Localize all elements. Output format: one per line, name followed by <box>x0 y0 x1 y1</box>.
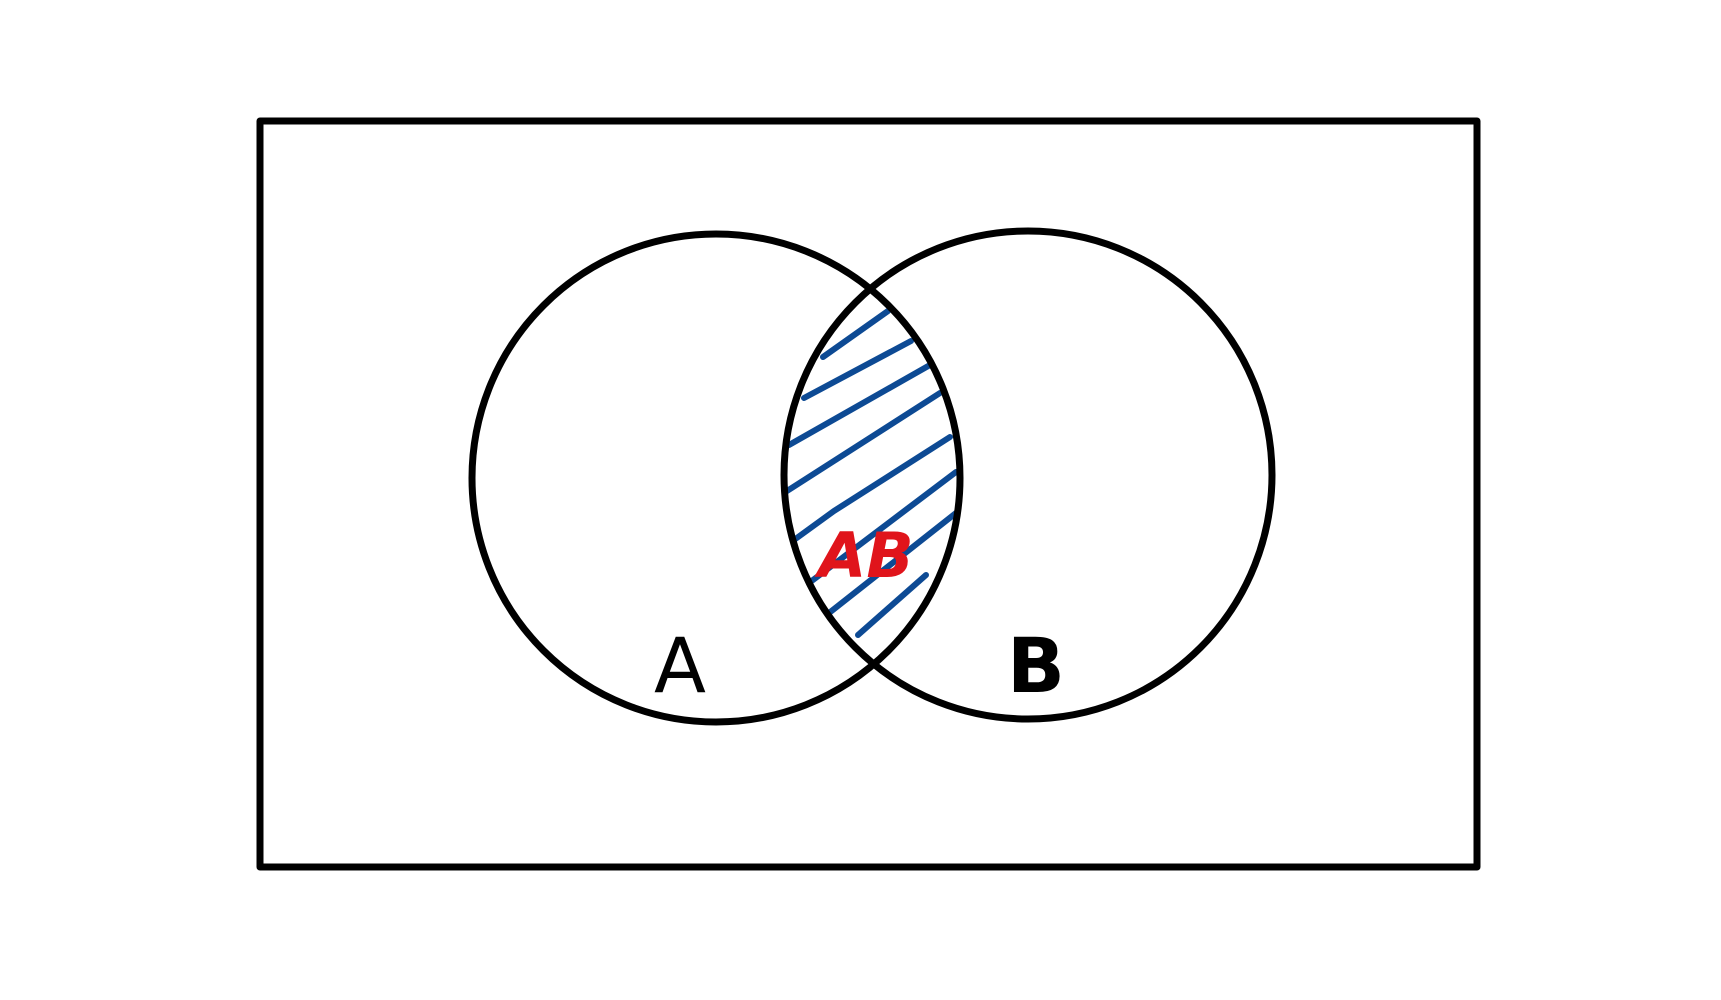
hatch-line <box>855 572 929 638</box>
hatch-line <box>820 308 891 360</box>
set-b-circle <box>780 227 1276 723</box>
hatch-line <box>784 390 943 494</box>
hatch-line <box>826 510 959 616</box>
hatch-line <box>791 434 953 543</box>
intersection-label: AB <box>813 519 913 592</box>
hatch-line <box>786 362 933 448</box>
hatch-line <box>806 469 959 586</box>
set-b-label: B <box>1007 621 1065 710</box>
universal-set-rectangle <box>256 117 1481 871</box>
intersection-hatching <box>784 308 959 638</box>
hatch-line <box>801 338 914 401</box>
set-a-circle <box>468 230 964 726</box>
set-a-label: A <box>654 621 706 710</box>
